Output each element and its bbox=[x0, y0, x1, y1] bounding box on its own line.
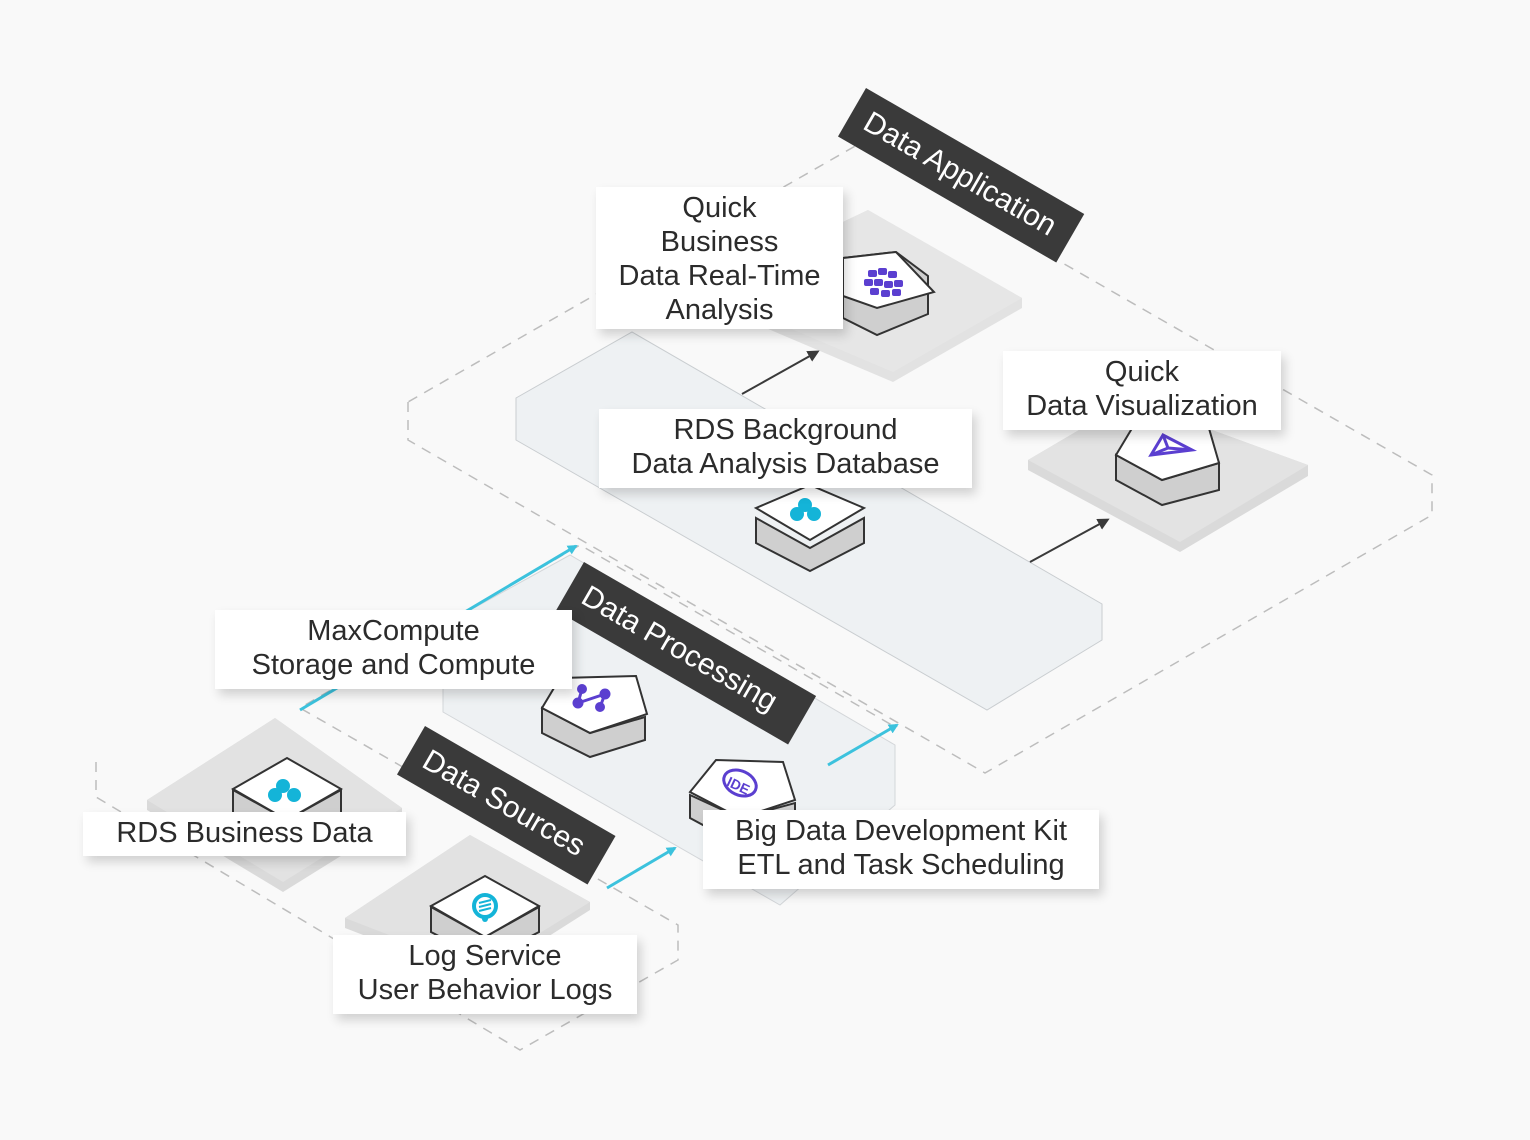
label-line: Quick bbox=[682, 192, 757, 224]
quick-bi-box[interactable] bbox=[842, 250, 936, 337]
rds-background-label: RDS Background Data Analysis Database bbox=[599, 409, 972, 488]
label-line: ETL and Task Scheduling bbox=[737, 849, 1065, 881]
label-line: RDS Background bbox=[673, 414, 898, 446]
label-line: RDS Business Data bbox=[116, 817, 373, 849]
label-line: User Behavior Logs bbox=[357, 974, 613, 1006]
rds-cluster-icon bbox=[790, 498, 821, 521]
label-line: Business bbox=[660, 226, 779, 258]
log-chat-icon bbox=[472, 893, 498, 922]
arrow-rds-to-quick-bi bbox=[741, 350, 820, 395]
rds-cluster-icon bbox=[268, 779, 301, 802]
quick-dv-label: Quick Data Visualization bbox=[1003, 351, 1281, 430]
rds-background-box[interactable] bbox=[753, 483, 867, 573]
maxcompute-box[interactable] bbox=[540, 674, 649, 759]
label-line: Data Visualization bbox=[1026, 390, 1258, 422]
graph-nodes-icon bbox=[572, 684, 611, 712]
label-line: Quick bbox=[1104, 356, 1180, 388]
label-line: MaxCompute bbox=[307, 615, 480, 647]
label-line: Data Real-Time bbox=[618, 260, 821, 292]
label-line: Big Data Development Kit bbox=[734, 815, 1068, 847]
label-line: Data Analysis Database bbox=[631, 448, 940, 480]
arrow-processing-to-application bbox=[827, 723, 899, 767]
dataworks-label: Big Data Development Kit ETL and Task Sc… bbox=[703, 810, 1099, 889]
tetrahedron-icon bbox=[1148, 433, 1198, 457]
label-line: Analysis bbox=[665, 294, 774, 326]
log-service-label: Log Service User Behavior Logs bbox=[333, 935, 637, 1014]
label-line: Storage and Compute bbox=[251, 649, 536, 681]
arrow-rds-to-quick-dv bbox=[1029, 518, 1110, 563]
data-application-zone bbox=[407, 144, 1433, 774]
cube-grid-icon bbox=[864, 268, 903, 297]
arrow-sources-to-dataworks bbox=[606, 846, 677, 890]
rds-business-label: RDS Business Data bbox=[83, 812, 406, 856]
quick-bi-label: Quick Business Data Real-Time Analysis bbox=[596, 187, 843, 329]
maxcompute-label: MaxCompute Storage and Compute bbox=[215, 610, 572, 689]
label-line: Log Service bbox=[408, 940, 562, 972]
